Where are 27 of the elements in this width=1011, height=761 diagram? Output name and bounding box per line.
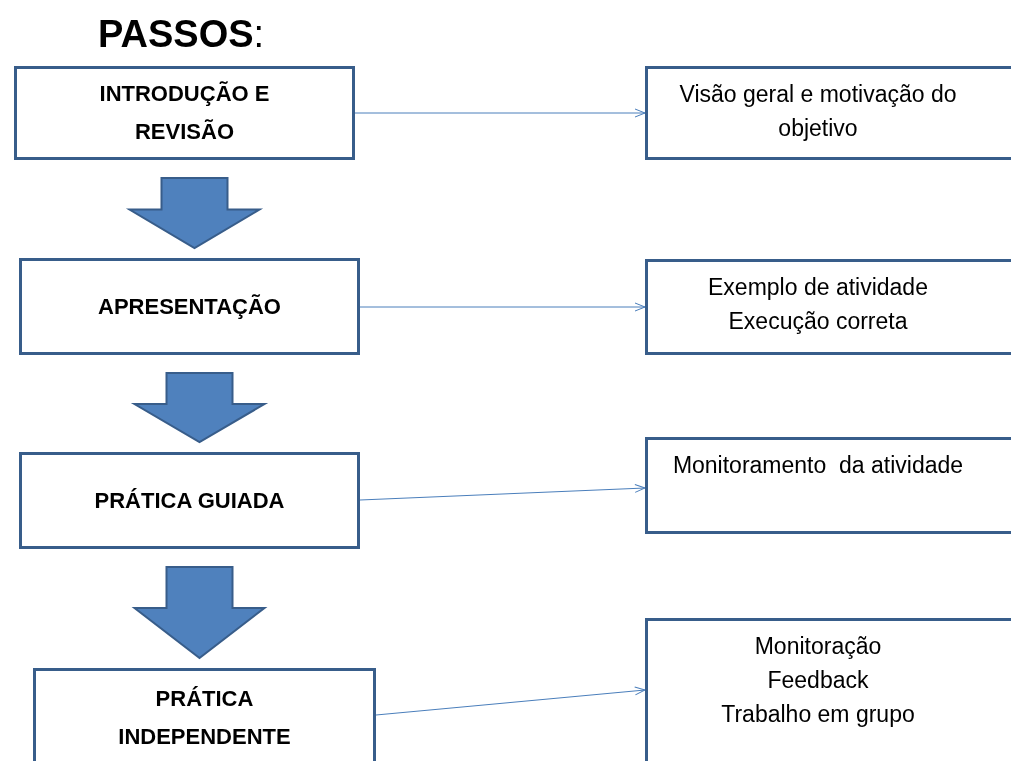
arrow xyxy=(354,108,646,118)
step-box xyxy=(33,668,376,761)
step-label: INTRODUÇÃO E REVISÃO xyxy=(98,80,271,146)
title: PASSOS: xyxy=(98,12,265,57)
description-box xyxy=(645,259,1011,355)
step-box xyxy=(19,452,360,549)
description-text: Trabalho em grupo xyxy=(721,700,915,729)
block-arrow xyxy=(130,372,269,444)
arrow xyxy=(359,302,646,312)
description-box xyxy=(645,437,1011,534)
step-box xyxy=(19,258,360,355)
description-text: Monitoramento da atividade xyxy=(672,451,964,480)
step-label: PRÁTICA GUIADA xyxy=(94,486,285,515)
description-text: Exemplo de atividade xyxy=(708,273,928,302)
description-text: Visão geral e motivação do objetivo xyxy=(678,80,958,143)
step-label: PRÁTICA INDEPENDENTE xyxy=(117,685,292,751)
step-box xyxy=(14,66,355,160)
step-label: APRESENTAÇÃO xyxy=(98,292,281,321)
arrow xyxy=(375,686,646,716)
description-text: Execução correta xyxy=(728,307,908,336)
arrow xyxy=(359,483,646,501)
block-arrow xyxy=(125,177,264,250)
description-box xyxy=(645,66,1011,160)
block-arrow xyxy=(131,566,268,660)
description-text: Feedback xyxy=(767,666,869,695)
description-text: Monitoração xyxy=(754,632,882,661)
description-box xyxy=(645,618,1011,761)
